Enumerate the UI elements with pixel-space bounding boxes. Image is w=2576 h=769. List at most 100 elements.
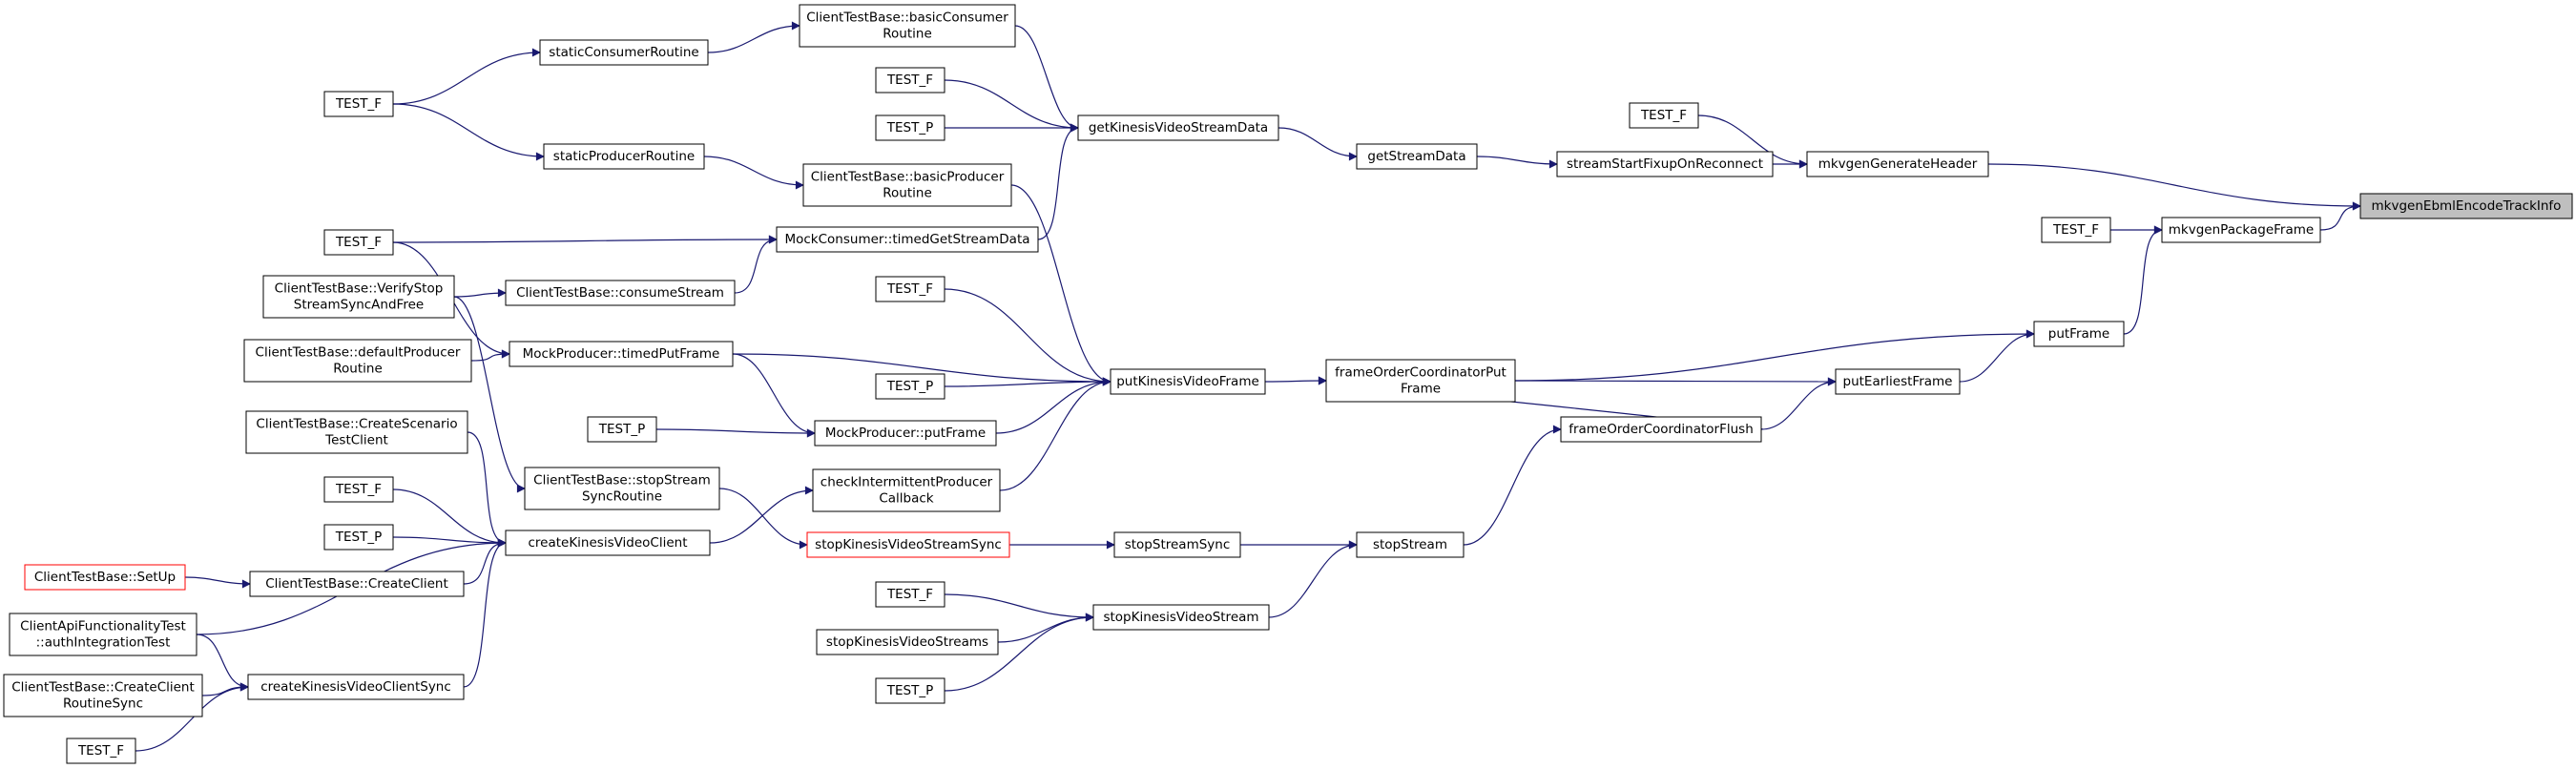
- graph-node-tp-s[interactable]: TEST_P: [875, 677, 945, 704]
- graph-node-setup[interactable]: ClientTestBase::SetUp: [24, 564, 186, 591]
- node-label: stopStreamSync: [1125, 537, 1231, 552]
- graph-node-genhdr[interactable]: mkvgenGenerateHeader: [1806, 151, 1989, 177]
- graph-node-mctgsd[interactable]: MockConsumer::timedGetStreamData: [776, 226, 1039, 253]
- graph-edge: [655, 428, 816, 438]
- graph-node-pkg[interactable]: mkvgenPackageFrame: [2161, 217, 2321, 243]
- graph-node-tf-hdr[interactable]: TEST_F: [1629, 102, 1699, 129]
- graph-node-skvss[interactable]: stopKinesisVideoStreamSync: [806, 531, 1010, 558]
- node-box: [247, 674, 465, 700]
- graph-node-tp-m[interactable]: TEST_P: [587, 416, 657, 443]
- graph-edge: [1697, 114, 1808, 169]
- node-label: putEarliestFrame: [1843, 374, 1953, 389]
- edge-path: [2123, 225, 2163, 335]
- graph-node-tf-p[interactable]: TEST_F: [875, 276, 945, 302]
- node-box: [2033, 321, 2125, 347]
- graph-node-mptpf[interactable]: MockProducer::timedPutFrame: [509, 341, 734, 367]
- node-box: [1835, 368, 1961, 395]
- node-box: [262, 275, 455, 319]
- node-label: TEST_F: [886, 587, 933, 602]
- node-label: ClientTestBase::VerifyStop: [275, 281, 444, 297]
- edge-path: [463, 538, 507, 585]
- graph-node-ctbcs[interactable]: ClientTestBase::consumeStream: [505, 280, 736, 306]
- graph-node-focflush[interactable]: frameOrderCoordinatorFlush: [1560, 416, 1762, 443]
- edge-path: [995, 377, 1111, 434]
- edge-path: [1014, 25, 1079, 133]
- node-label: ClientTestBase::stopStream: [533, 473, 711, 488]
- edge-path: [467, 431, 507, 548]
- graph-node-pkvf[interactable]: putKinesisVideoFrame: [1110, 368, 1266, 395]
- node-label: ClientTestBase::CreateClient: [11, 680, 195, 696]
- node-box: [1077, 114, 1279, 141]
- node-label: TEST_F: [886, 281, 933, 297]
- edge-path: [1959, 329, 2035, 383]
- graph-node-tf-stop[interactable]: TEST_F: [323, 91, 394, 117]
- node-label: Routine: [883, 27, 932, 42]
- node-label: mkvgenGenerateHeader: [1818, 156, 1978, 172]
- graph-node-spr[interactable]: staticProducerRoutine: [543, 143, 705, 170]
- graph-node-root[interactable]: mkvgenEbmlEncodeTrackInfo: [2359, 193, 2573, 219]
- node-box: [1113, 531, 1241, 558]
- graph-node-tf-s[interactable]: TEST_F: [875, 581, 945, 608]
- graph-node-ckvcs[interactable]: createKinesisVideoClientSync: [247, 674, 465, 700]
- graph-edge: [467, 431, 507, 548]
- edge-path: [1264, 376, 1327, 385]
- edge-path: [2319, 201, 2361, 231]
- graph-edge: [734, 235, 778, 294]
- node-label: staticConsumerRoutine: [549, 45, 698, 60]
- graph-edge: [463, 538, 507, 688]
- graph-edge: [184, 576, 251, 589]
- graph-node-earliest[interactable]: putEarliestFrame: [1835, 368, 1961, 395]
- edge-path: [944, 288, 1111, 386]
- graph-node-putframe[interactable]: putFrame: [2033, 321, 2125, 347]
- graph-node-skvs[interactable]: stopKinesisVideoStream: [1092, 604, 1270, 631]
- graph-node-getstream[interactable]: getStreamData: [1356, 143, 1478, 170]
- graph-node-tp-l2[interactable]: TEST_P: [323, 524, 394, 551]
- graph-node-fixup[interactable]: streamStartFixupOnReconnect: [1556, 151, 1774, 177]
- graph-edge: [1010, 184, 1111, 386]
- node-box: [24, 564, 186, 591]
- node-label: getKinesisVideoStreamData: [1089, 120, 1268, 135]
- graph-node-mpput[interactable]: MockProducer::putFrame: [814, 420, 997, 447]
- node-label: TEST_P: [886, 683, 933, 698]
- graph-node-tf-b[interactable]: TEST_F: [66, 738, 136, 764]
- graph-node-vss[interactable]: ClientTestBase::VerifyStopStreamSyncAndF…: [262, 275, 455, 319]
- node-box: [66, 738, 136, 764]
- graph-edge: [1037, 123, 1079, 240]
- graph-edge: [1514, 329, 2035, 382]
- graph-edge: [1959, 329, 2035, 383]
- graph-node-stopsync[interactable]: stopStreamSync: [1113, 531, 1241, 558]
- node-box: [505, 530, 711, 556]
- graph-node-scr[interactable]: staticConsumerRoutine: [539, 39, 709, 66]
- graph-edge: [999, 377, 1111, 491]
- graph-node-cc[interactable]: ClientTestBase::CreateClient: [249, 571, 465, 597]
- graph-node-tf-pkg[interactable]: TEST_F: [2041, 217, 2111, 243]
- node-label: ClientApiFunctionalityTest: [20, 619, 186, 634]
- graph-edge: [709, 486, 814, 544]
- edge-path: [201, 682, 249, 696]
- graph-node-ckvc[interactable]: createKinesisVideoClient: [505, 530, 711, 556]
- edge-path: [392, 48, 541, 105]
- node-label: ClientTestBase::basicConsumer: [806, 10, 1008, 26]
- graph-node-gkvsd[interactable]: getKinesisVideoStreamData: [1077, 114, 1279, 141]
- node-box: [875, 276, 945, 302]
- graph-node-skvsp[interactable]: stopKinesisVideoStreams: [816, 629, 999, 655]
- graph-node-tf-g[interactable]: TEST_F: [875, 67, 945, 94]
- node-box: [3, 674, 203, 717]
- graph-node-tp-p[interactable]: TEST_P: [875, 373, 945, 400]
- graph-node-auth[interactable]: ClientApiFunctionalityTest::authIntegrat…: [9, 613, 197, 656]
- node-label: TEST_P: [886, 120, 933, 135]
- graph-node-tp-g[interactable]: TEST_P: [875, 114, 945, 141]
- node-label: ClientTestBase::SetUp: [34, 570, 176, 585]
- graph-edge: [1476, 156, 1558, 169]
- graph-node-tf-a[interactable]: TEST_F: [323, 229, 394, 256]
- graph-node-stopstream[interactable]: stopStream: [1356, 531, 1465, 558]
- graph-node-tf-l[interactable]: TEST_F: [323, 476, 394, 503]
